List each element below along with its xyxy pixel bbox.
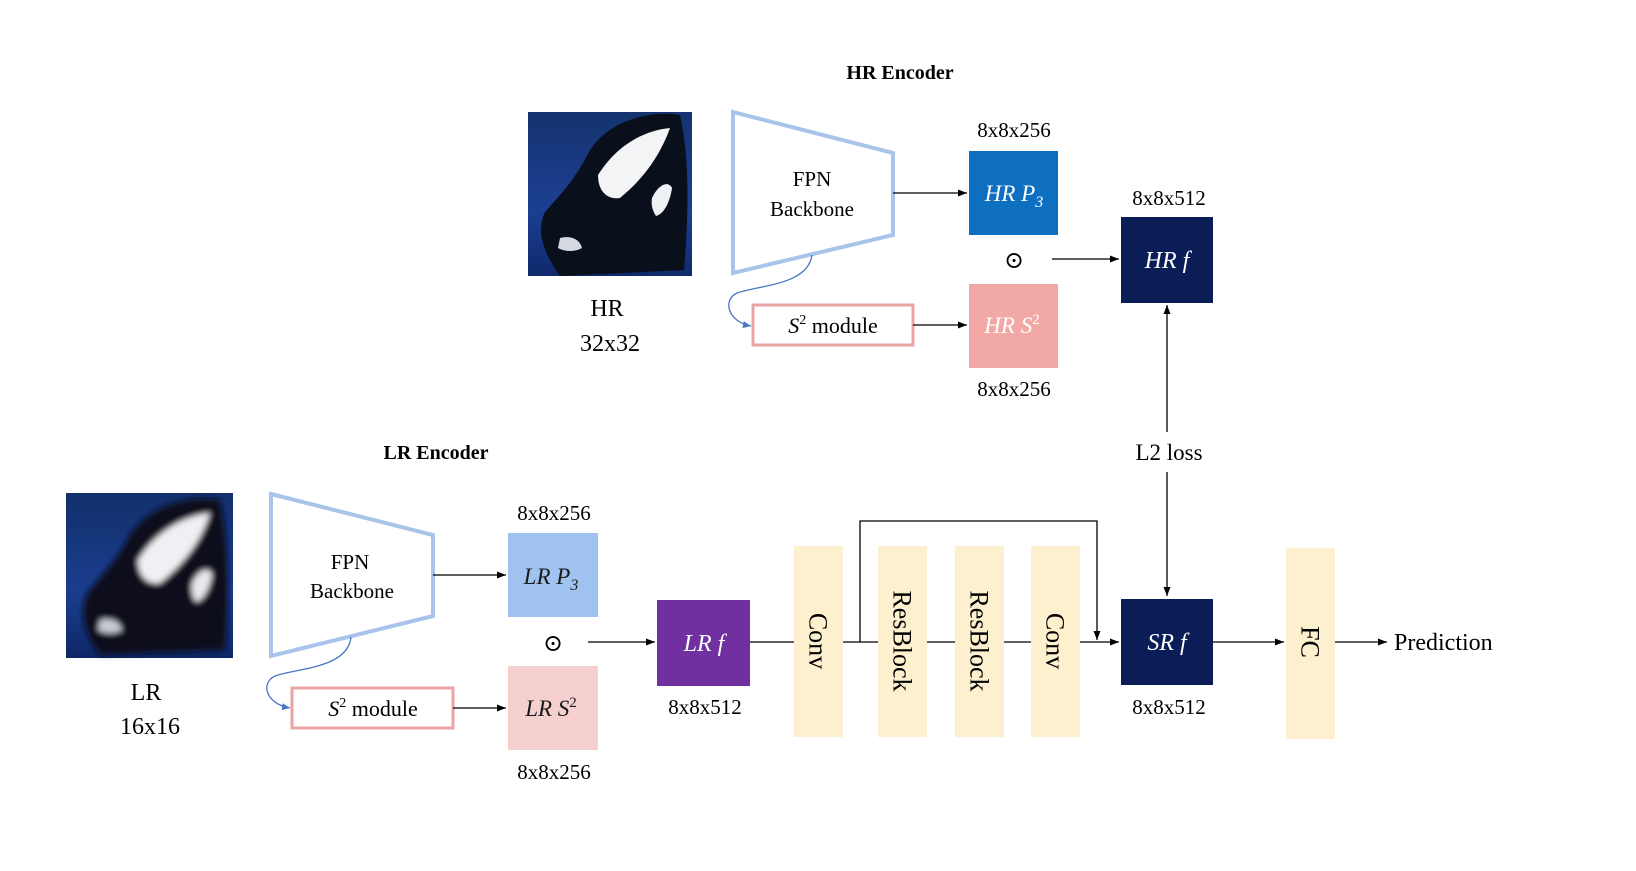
orca-whale-photo-high-res-icon bbox=[540, 113, 688, 276]
hr-p3-dimension: 8x8x256 bbox=[977, 118, 1051, 142]
sr-layer-conv-2-label: Conv bbox=[1041, 613, 1070, 669]
hr-s2-dimension: 8x8x256 bbox=[977, 377, 1051, 401]
lr-f-dimension: 8x8x512 bbox=[668, 695, 742, 719]
hr-image-caption-size: 32x32 bbox=[580, 331, 640, 357]
hr-p3-block bbox=[969, 151, 1058, 235]
lr-s2-dimension: 8x8x256 bbox=[517, 760, 591, 784]
lr-s2-label: LR S2 bbox=[524, 695, 577, 721]
lr-f-label: LR f bbox=[683, 631, 728, 657]
lr-image-caption-size: 16x16 bbox=[120, 714, 180, 740]
lr-p3-block bbox=[508, 533, 598, 617]
hr-fpn-backbone bbox=[731, 109, 895, 276]
orca-whale-photo-low-res-icon bbox=[83, 498, 228, 655]
hr-f-block bbox=[1121, 217, 1213, 303]
sr-f-block bbox=[1121, 599, 1213, 685]
lr-fpn-to-s2-curve bbox=[266, 636, 352, 711]
hr-image bbox=[528, 112, 692, 276]
lr-encoder-title: LR Encoder bbox=[384, 442, 489, 464]
lr-s2-module-label: S2 module bbox=[328, 696, 418, 721]
lr-image-caption-name: LR bbox=[131, 680, 162, 706]
skip-connection bbox=[859, 520, 1101, 642]
hr-image-caption-name: HR bbox=[590, 296, 623, 322]
hr-p3-label: HR P3 bbox=[984, 181, 1043, 211]
fc-layer-label: FC bbox=[1296, 626, 1325, 658]
l2-loss-label: L2 loss bbox=[1135, 440, 1202, 465]
lr-fpn-label-line1: FPN bbox=[331, 550, 370, 574]
sr-layer-resblock-1-label: ResBlock bbox=[888, 590, 917, 691]
sr-layer-conv-1: Conv bbox=[794, 546, 843, 737]
sr-f-label: SR f bbox=[1147, 630, 1190, 656]
sr-layer-conv-1-label: Conv bbox=[804, 613, 833, 669]
lr-image bbox=[66, 493, 233, 658]
sr-layer-resblock-2: ResBlock bbox=[955, 546, 1004, 737]
hr-fpn-label-line1: FPN bbox=[793, 167, 832, 191]
hr-fpn-to-s2-curve bbox=[728, 254, 813, 329]
hr-encoder-title: HR Encoder bbox=[846, 62, 953, 84]
prediction-label: Prediction bbox=[1394, 630, 1493, 656]
hr-f-label: HR f bbox=[1144, 248, 1193, 274]
hr-s2-label: HR S2 bbox=[983, 312, 1039, 338]
sr-layer-conv-2: Conv bbox=[1031, 546, 1080, 737]
lr-f-block bbox=[657, 600, 750, 686]
fc-layer: FC bbox=[1286, 548, 1335, 739]
hr-s2-module-label: S2 module bbox=[788, 313, 878, 338]
hr-s2-block bbox=[969, 284, 1058, 368]
sr-f-dimension: 8x8x512 bbox=[1132, 695, 1206, 719]
hr-hadamard-product: ⊙ bbox=[1004, 248, 1024, 274]
sr-layer-resblock-2-label: ResBlock bbox=[965, 590, 994, 691]
lr-p3-dimension: 8x8x256 bbox=[517, 501, 591, 525]
hr-f-dimension: 8x8x512 bbox=[1132, 186, 1206, 210]
lr-fpn-label-line2: Backbone bbox=[310, 579, 394, 603]
lr-s2-block bbox=[508, 666, 598, 750]
lr-p3-label: LR P3 bbox=[523, 564, 579, 594]
hr-fpn-label-line2: Backbone bbox=[770, 197, 854, 221]
sr-layer-resblock-1: ResBlock bbox=[878, 546, 927, 737]
lr-fpn-backbone bbox=[269, 491, 435, 659]
lr-hadamard-product: ⊙ bbox=[543, 631, 563, 657]
